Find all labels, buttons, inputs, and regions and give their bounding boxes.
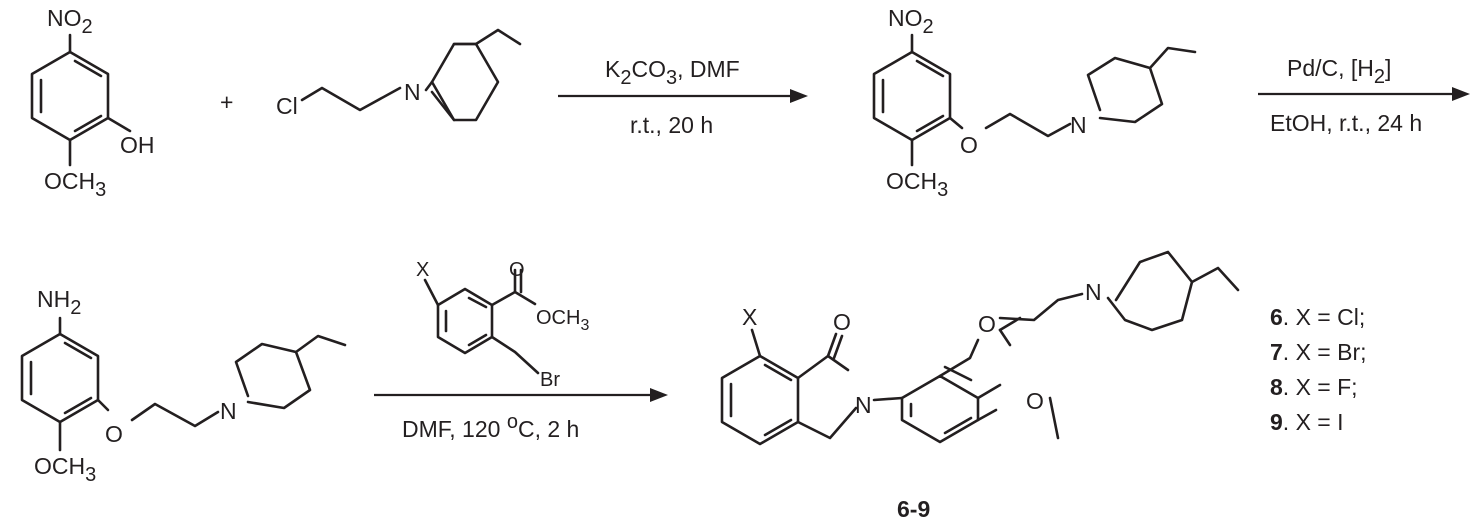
carbonyl-oxygen-label: O	[833, 309, 851, 335]
methoxy-label: OCH3	[34, 453, 96, 486]
compound-range-label: 6-9	[897, 496, 930, 522]
legend-entry: 8. X = F;	[1270, 374, 1358, 400]
nitro-label: NO2	[47, 5, 93, 38]
methoxy-label: OCH3	[886, 168, 948, 201]
plus-sign: +	[220, 89, 233, 115]
methoxy-label: OCH3	[44, 168, 106, 201]
carbonyl-oxygen-label: O	[509, 259, 525, 281]
lactam-nitrogen-label: N	[855, 392, 872, 418]
piperidine-nitrogen-label: N	[220, 398, 237, 424]
substituent-x-label: X	[416, 259, 429, 281]
ether-oxygen-label: O	[960, 132, 978, 158]
legend-entry: 7. X = Br;	[1270, 339, 1367, 365]
intermediate-nitro-ether: NO2 O N OCH3	[872, 5, 1197, 201]
substituent-legend: 6. X = Cl; 7. X = Br; 8. X = F; 9. X = I	[1270, 304, 1367, 435]
ether-oxygen-label: O	[105, 421, 123, 447]
hydroxyl-label: OH	[120, 132, 155, 158]
product-isoindolinone: X O N O N O	[720, 250, 1240, 446]
bromine-label: Br	[540, 369, 560, 391]
arrow-2-conditions: EtOH, r.t., 24 h	[1270, 110, 1422, 136]
amine-label: NH2	[37, 286, 81, 319]
starting-material-chloroethylpiperidine: Cl N	[276, 28, 522, 122]
chlorine-label: Cl	[276, 93, 298, 119]
methoxy-oxygen-label: O	[1026, 388, 1044, 414]
ester-methoxy-label: OCH3	[536, 307, 589, 334]
legend-entry: 6. X = Cl;	[1270, 304, 1365, 330]
reaction-arrow-2: Pd/C, [H2] EtOH, r.t., 24 h	[1258, 55, 1470, 136]
reaction-arrow-3: DMF, 120 oC, 2 h	[374, 388, 668, 442]
ether-oxygen-label: O	[978, 311, 996, 337]
starting-material-nitrophenol: NO2 OH OCH3	[30, 5, 155, 201]
piperidine-nitrogen-label: N	[1070, 112, 1087, 138]
arrow-1-reagents: K2CO3, DMF	[605, 56, 740, 89]
piperidine-nitrogen-label: N	[1085, 279, 1102, 305]
nitro-label: NO2	[888, 5, 934, 38]
intermediate-aniline: NH2 O N OCH3	[20, 286, 347, 486]
arrow-2-reagents: Pd/C, [H2]	[1287, 55, 1391, 88]
arrow-1-conditions: r.t., 20 h	[630, 112, 713, 138]
legend-entry: 9. X = I	[1270, 409, 1344, 435]
piperidine-nitrogen-label: N	[404, 79, 421, 105]
reagent-bromomethyl-benzoate: X O OCH3 Br	[416, 259, 589, 391]
reaction-arrow-1: K2CO3, DMF r.t., 20 h	[558, 56, 808, 138]
substituent-x-label: X	[742, 304, 757, 330]
arrow-3-conditions: DMF, 120 oC, 2 h	[402, 411, 579, 442]
